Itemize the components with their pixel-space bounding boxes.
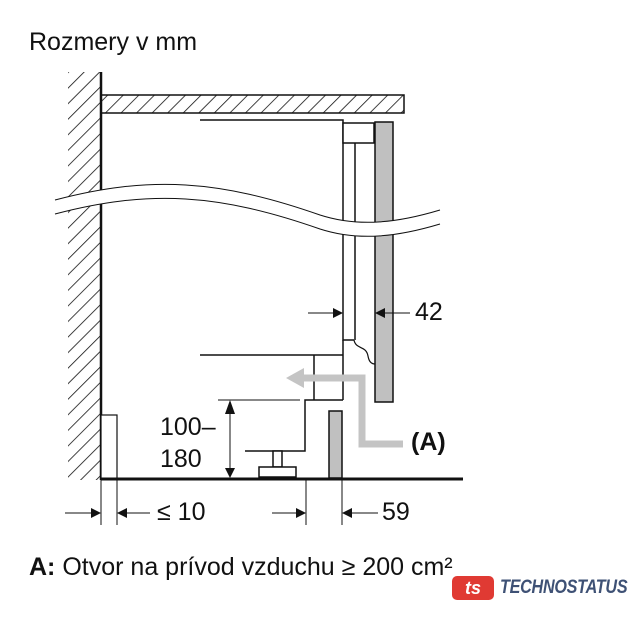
legend-key: A: <box>29 553 56 581</box>
legend-text: Otvor na prívod vzduchu ≥ 200 cm² <box>62 553 453 581</box>
wall-gap-dimension: ≤ 10 <box>157 498 206 526</box>
wall-hatch <box>68 72 101 480</box>
air-inlet-label: (A) <box>411 428 446 456</box>
airflow-arrow <box>300 374 403 448</box>
adjustable-foot <box>258 466 297 478</box>
plinth-height-dimension-2: 180 <box>160 445 202 473</box>
logo-text: TECHNOSTATUS <box>500 577 628 598</box>
door-seal <box>353 339 376 365</box>
foot-stem <box>272 450 283 468</box>
plinth-height-dimension-1: 100– <box>160 413 216 441</box>
top-panel <box>100 94 405 114</box>
hinge-block <box>342 122 375 144</box>
diagram-title: Rozmery v mm <box>29 28 198 56</box>
legend: A: Otvor na prívod vzduchu ≥ 200 cm² <box>29 553 453 582</box>
plinth-depth-dimension: 59 <box>382 498 410 526</box>
technostatus-watermark: ts TECHNOSTATUS <box>450 576 640 600</box>
door-gap-dimension: 42 <box>415 298 443 326</box>
break-wave <box>55 184 440 237</box>
logo-mark: ts <box>452 576 494 600</box>
wall-spacer <box>100 414 118 480</box>
plinth-panel <box>328 410 343 479</box>
door-panel <box>374 121 394 403</box>
